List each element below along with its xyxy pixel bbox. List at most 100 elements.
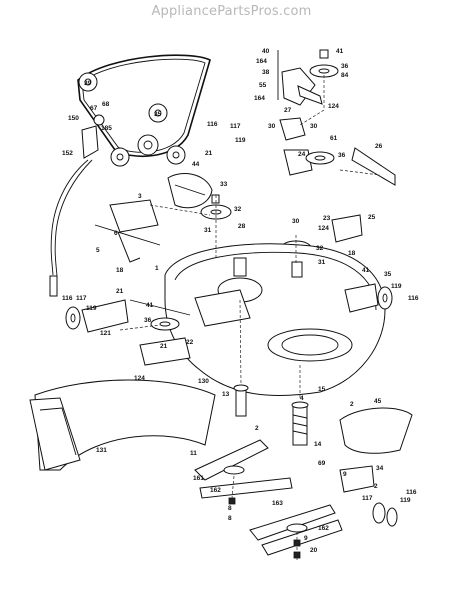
part-label: 69 [318, 460, 326, 467]
part-label: 33 [220, 181, 228, 188]
deck-bracket-left [94, 199, 161, 263]
mower-blades-left [194, 439, 293, 499]
part-label: 3 [138, 193, 142, 200]
part-label: 116 [406, 489, 417, 496]
part-label: 121 [100, 330, 111, 337]
part-label: 116 [408, 295, 419, 302]
part-label: 41 [362, 267, 370, 274]
part-label: 41 [146, 302, 154, 309]
part-label: 9 [304, 535, 308, 542]
part-label: 32 [234, 206, 242, 213]
part-label: 55 [259, 82, 267, 89]
part-label: 36 [144, 317, 152, 324]
watermark-text: AppliancePartsPros.com [151, 4, 312, 19]
part-label: 117 [76, 295, 87, 302]
part-label: 150 [68, 115, 79, 122]
spindle-left [233, 384, 249, 417]
part-label: 22 [186, 339, 194, 346]
part-label: 162 [210, 487, 221, 494]
part-labels: 40 164 38 55 164 41 36 84 124 39 35 67 6… [62, 48, 419, 554]
part-label: 30 [310, 123, 318, 130]
part-label: 5 [96, 247, 100, 254]
part-label: 21 [205, 150, 213, 157]
part-label: 36 [338, 152, 346, 159]
part-label: 84 [341, 72, 349, 79]
part-label: 34 [376, 465, 384, 472]
part-label: 18 [116, 267, 124, 274]
part-label: 21 [160, 343, 168, 350]
discharge-chute [29, 379, 216, 471]
idler-bracket-upper [277, 49, 339, 106]
part-label: 116 [62, 295, 73, 302]
part-label: 35 [384, 271, 392, 278]
part-label: 116 [207, 121, 218, 128]
part-label: 28 [238, 223, 246, 230]
part-label: 21 [116, 288, 124, 295]
part-label: 30 [268, 123, 276, 130]
part-label: 117 [362, 495, 373, 502]
part-label: 8 [228, 515, 232, 522]
part-label: 163 [272, 500, 283, 507]
part-label: 45 [374, 398, 382, 405]
part-label: 14 [314, 441, 322, 448]
part-label: 44 [192, 161, 200, 168]
right-gauge-wheel [344, 283, 393, 313]
part-label: 4 [300, 395, 304, 402]
part-label: 9 [343, 471, 347, 478]
part-label: 131 [96, 447, 107, 454]
part-label: 119 [391, 283, 402, 290]
part-label: 1 [155, 265, 159, 272]
part-label: 38 [262, 69, 270, 76]
part-label: 35 [154, 111, 162, 118]
part-label: 15 [318, 386, 326, 393]
left-idler-assembly [129, 299, 191, 366]
part-label: 2 [350, 401, 354, 408]
part-label: 32 [316, 245, 324, 252]
part-label: 39 [84, 80, 92, 87]
part-label: 130 [198, 378, 209, 385]
part-label: 41 [336, 48, 344, 55]
part-label: 2 [255, 425, 259, 432]
part-label: 67 [90, 105, 98, 112]
part-label: 23 [323, 215, 331, 222]
belt-pulleys [78, 72, 186, 167]
left-gauge-wheel [65, 299, 129, 333]
part-label: 8 [228, 505, 232, 512]
blade-guard [339, 407, 413, 454]
part-label: 25 [368, 214, 376, 221]
part-label: 152 [62, 150, 73, 157]
part-label: 117 [230, 123, 241, 130]
part-label: 26 [375, 143, 383, 150]
part-label: 27 [284, 107, 292, 114]
part-label: 31 [318, 259, 326, 266]
part-label: 124 [318, 225, 329, 232]
part-label: 124 [328, 103, 339, 110]
part-label: 161 [193, 475, 204, 482]
part-label: 30 [292, 218, 300, 225]
part-label: 18 [348, 250, 356, 257]
part-label: 31 [204, 227, 212, 234]
part-label: 6 [114, 230, 118, 237]
hardware-bottom [228, 465, 398, 559]
part-label: 68 [102, 101, 110, 108]
part-label: 124 [134, 375, 145, 382]
part-label: 185 [101, 125, 112, 132]
part-label: 2 [374, 483, 378, 490]
part-label: 11 [190, 450, 197, 457]
assembly-lines [119, 75, 381, 560]
part-label: 119 [235, 137, 246, 144]
part-label: 40 [262, 48, 270, 55]
idler-arm-lower [279, 117, 396, 186]
spindle-right [291, 401, 309, 446]
part-label: 24 [298, 151, 306, 158]
part-label: 164 [254, 95, 265, 102]
part-label: 119 [400, 497, 411, 504]
part-label: 164 [256, 58, 267, 65]
part-label: 36 [341, 63, 349, 70]
part-label: 162 [318, 525, 329, 532]
part-label: 13 [222, 391, 230, 398]
lift-lever-assembly [49, 114, 105, 297]
part-label: 119 [86, 305, 97, 312]
